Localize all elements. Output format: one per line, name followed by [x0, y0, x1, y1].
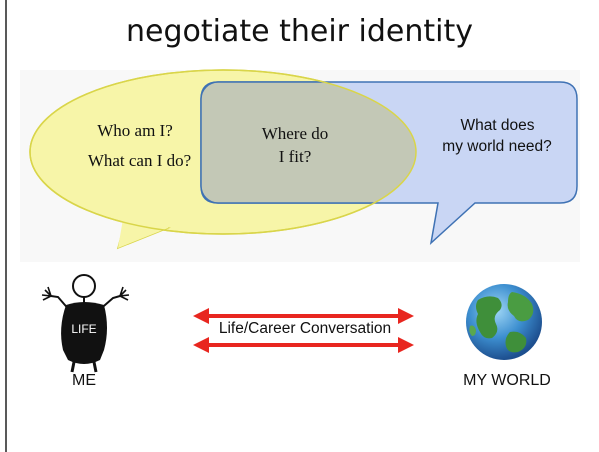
overlap-question-2: I fit? [278, 147, 312, 166]
me-question-2: What can I do? [87, 151, 192, 170]
conversation-arrows [193, 308, 414, 353]
me-figure-icon [41, 274, 130, 373]
slide-title: negotiate their identity [125, 14, 473, 49]
overlap-question-1: Where do [261, 124, 329, 143]
conversation-label: Life/Career Conversation [218, 320, 392, 337]
life-label: LIFE [71, 322, 97, 336]
me-question-1: Who am I? [97, 121, 173, 140]
globe-icon [466, 284, 542, 360]
world-question-2: my world need? [442, 138, 552, 155]
world-question-1: What does [460, 117, 535, 134]
me-bubble-outline [29, 69, 417, 235]
me-label: ME [72, 372, 96, 389]
world-label: MY WORLD [463, 372, 551, 389]
